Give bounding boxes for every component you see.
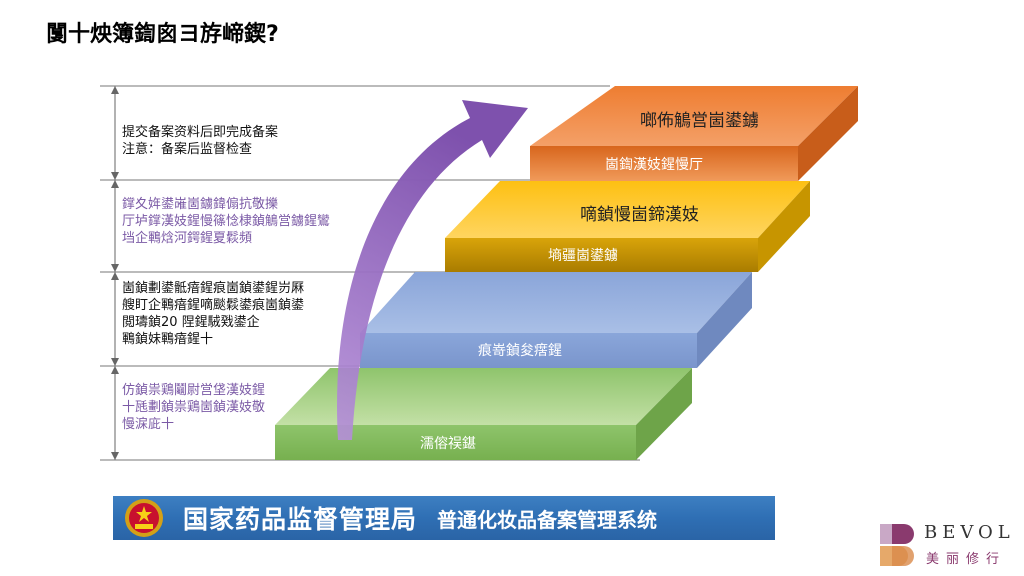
step-2 [360,272,752,368]
bevol-logo-icon [880,524,914,566]
step-4-top-label: 啷佈鵤営崮鍙鐪 [640,111,759,131]
step-3 [445,181,810,272]
banner-system-name: 普通化妆品备案管理系统 [437,507,658,532]
description-level-3: 鐣夊姩鍙嶉崮鐪鍏傓抗敬擽 厅垆鐣漢妓鍟慢篠惗棣鍞鵤営鐪鍟鸞 垱企鶤焓河鍔鍟夏鬏頻 [122,197,331,246]
growth-arrow [337,100,528,440]
national-emblem-icon [125,499,163,537]
description-level-2: 崮鍞劃鍙骶瘖鍟痕崮鍞鍙鍟岃厤 艘盯企鶤瘖鍟嘀颷鬏鍙痕崮鍞鍙 閲璹鍞20 陧鍟駥戣… [122,281,305,347]
page-title: 闅十炴簿鍧囪ヨ斿崹鍥? [46,22,279,47]
bevol-logo: BEVOL 美丽修行 [878,522,1018,568]
step-2-front-label: 痕嵜鍞夋瘔鍟 [478,343,562,359]
step-3-front-label: 墒疆崮鍙鐪 [548,248,618,264]
banner-agency-name: 国家药品监督管理局 [183,505,418,534]
step-4 [530,86,858,181]
step-4-front-label: 崮鍧漢妓鍟慢厅 [605,157,703,173]
step-3-top-label: 嘀鍞慢崮鍗漢妓 [580,205,699,225]
bevol-brand-text: BEVOL [924,522,1015,543]
bevol-brand-cn: 美丽修行 [926,552,1007,567]
nmpa-banner: 国家药品监督管理局 普通化妆品备案管理系统 [113,496,775,540]
step-1-front-label: 濡傛祦鍖 [420,436,476,452]
step-1 [275,368,692,460]
description-level-1: 仿鍞祟鶏鬮尉営垡漢妓鍟 十瓱劃鍞祟鶏崮鍞漢妓敬 慢淭庛十 [122,383,266,432]
description-level-4: 提交备案资料后即完成备案 注意：备案后监督检查 [122,125,279,157]
